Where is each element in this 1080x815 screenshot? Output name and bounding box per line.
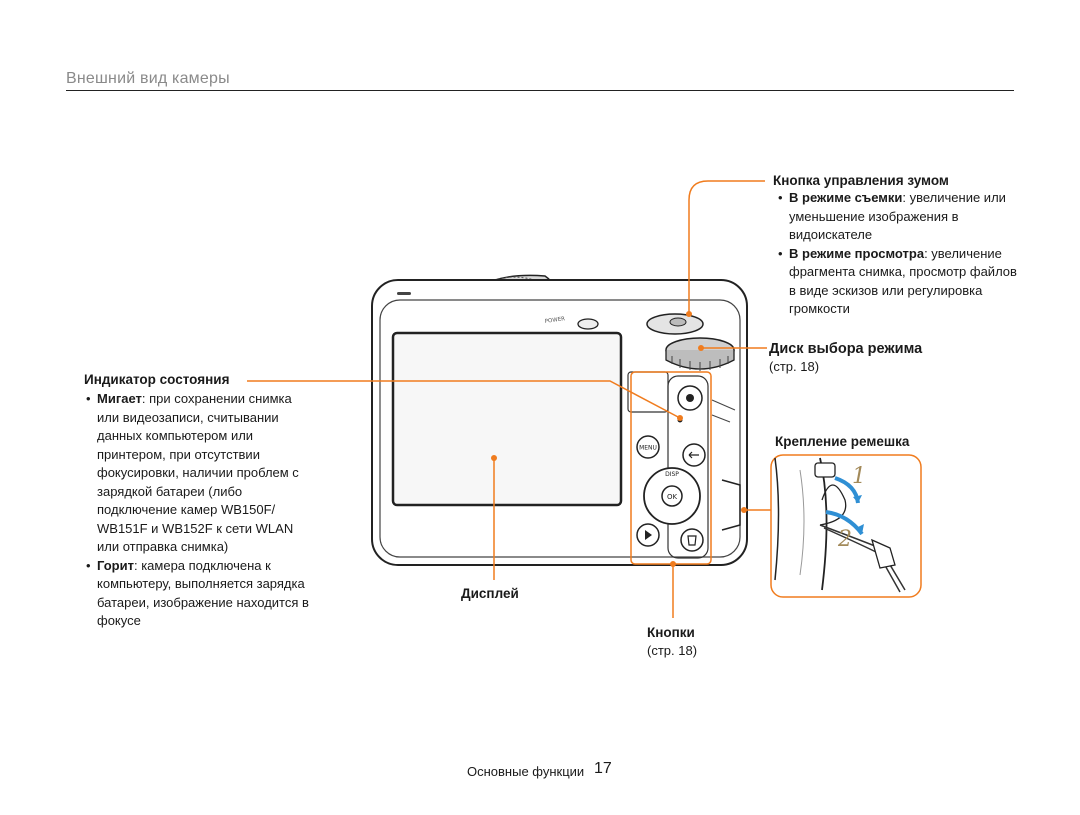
zoom-play-item: В режиме просмотра: увеличение фрагмента… bbox=[776, 245, 1026, 319]
header-divider bbox=[66, 90, 1014, 91]
display-screen bbox=[391, 331, 623, 507]
delete-button[interactable] bbox=[680, 528, 704, 552]
disp-label: DISP bbox=[665, 471, 679, 478]
indicator-steady-item: Горит: камера подключена к компьютеру, в… bbox=[84, 557, 316, 631]
strap-step-1: 1 bbox=[852, 464, 866, 489]
footer-section: Основные функции bbox=[467, 764, 585, 779]
display-title: Дисплей bbox=[461, 586, 519, 601]
ok-button[interactable] bbox=[661, 485, 683, 507]
mode-dial-page-ref: (стр. 18) bbox=[769, 359, 820, 374]
camera-illustration: POWER MENU OK DISP bbox=[371, 274, 748, 566]
strap-step-2: 2 bbox=[837, 527, 852, 552]
menu-button[interactable] bbox=[636, 435, 660, 459]
buttons-page-ref: (стр. 18) bbox=[647, 643, 698, 658]
buttons-title: Кнопки bbox=[647, 625, 695, 640]
menu-button-label: MENU bbox=[639, 445, 657, 452]
zoom-lever-title: Кнопка управления зумом bbox=[773, 173, 949, 188]
zoom-lever-description: В режиме съемки: увеличение или уменьшен… bbox=[776, 189, 1026, 319]
indicator-blinking-item: Мигает: при сохранении снимка или видеоз… bbox=[84, 390, 316, 557]
status-indicator-description: Мигает: при сохранении снимка или видеоз… bbox=[84, 390, 316, 631]
power-button[interactable] bbox=[577, 318, 599, 330]
callout-dots bbox=[491, 311, 747, 567]
status-indicator-title: Индикатор состояния bbox=[84, 372, 230, 387]
page-title: Внешний вид камеры bbox=[66, 70, 230, 87]
strap-illustration: 1 2 bbox=[774, 457, 906, 593]
mode-dial-title: Диск выбора режима bbox=[769, 341, 923, 357]
page-number: 17 bbox=[594, 760, 612, 777]
strap-title: Крепление ремешка bbox=[775, 434, 910, 449]
zoom-shoot-item: В режиме съемки: увеличение или уменьшен… bbox=[776, 189, 1026, 245]
ok-button-label: OK bbox=[667, 493, 678, 501]
power-label: POWER bbox=[544, 316, 565, 325]
